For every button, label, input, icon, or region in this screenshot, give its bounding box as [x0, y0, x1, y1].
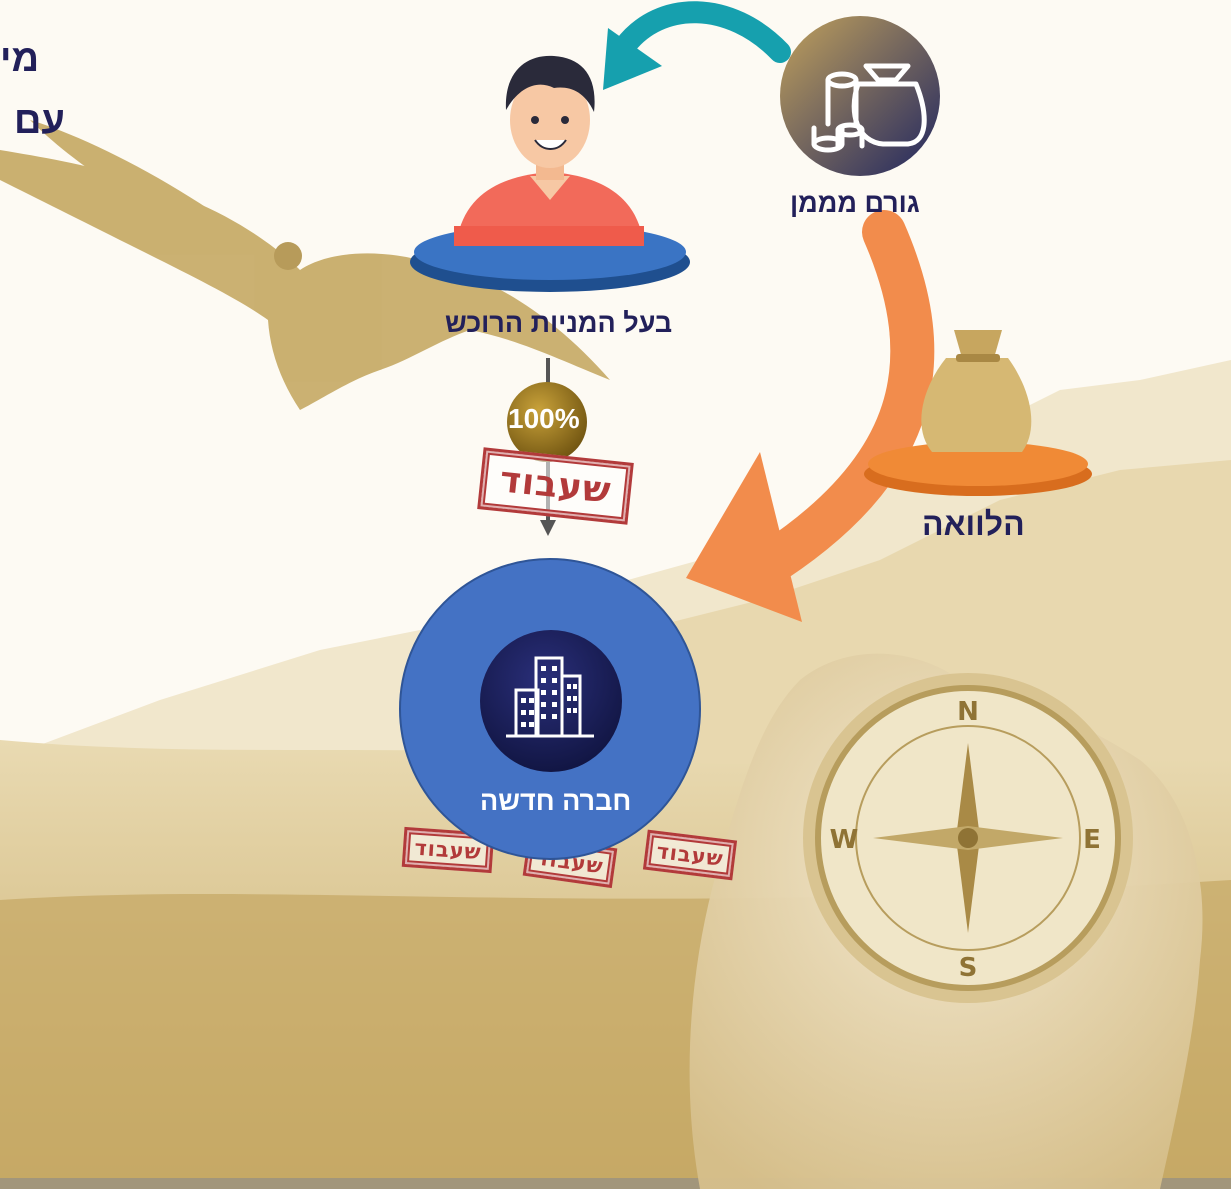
percent-badge [507, 382, 587, 462]
ownership-percent: 100% [508, 403, 580, 434]
owner-label: בעל המניות הרוכש [445, 308, 673, 338]
money-bag-coins-icon [780, 16, 940, 176]
svg-text:E: E [1083, 825, 1101, 855]
header-line-1: מי [0, 38, 40, 80]
office-buildings-icon [480, 630, 622, 772]
ownership-arrowhead [540, 520, 556, 536]
orange-arrowhead [686, 452, 802, 622]
svg-text:S: S [959, 953, 978, 983]
loan-label: הלוואה [922, 506, 1025, 542]
money-sack-icon [864, 330, 1092, 496]
person-avatar-icon [410, 55, 690, 292]
teal-arrowhead [603, 28, 662, 90]
svg-text:W: W [830, 825, 859, 855]
company-label: חברה חדשה [480, 786, 632, 816]
orange-arrow [738, 210, 935, 592]
svg-text:N: N [957, 697, 979, 727]
financier-label: גורם מממן [790, 188, 920, 218]
teal-arrow [614, 1, 791, 63]
header-line-2: עם [14, 100, 65, 142]
